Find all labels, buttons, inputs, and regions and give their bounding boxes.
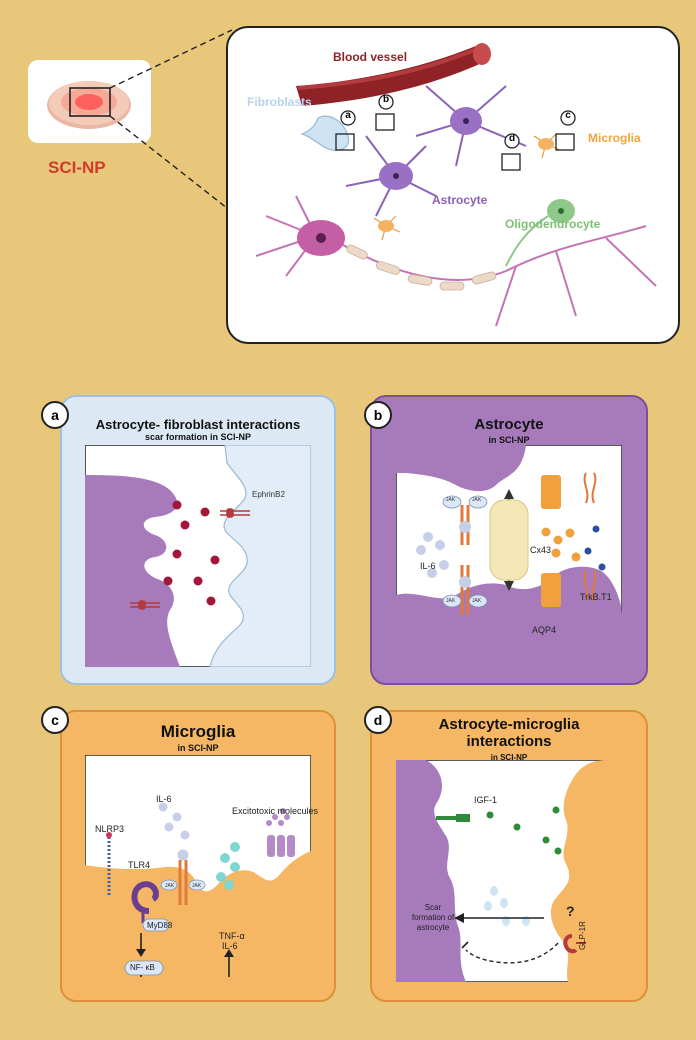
panel-d-subtitle: in SCI-NP xyxy=(490,753,528,762)
d-question-mark: ? xyxy=(566,903,575,919)
zoom-lines xyxy=(109,29,233,213)
c-myd88-label: MyD88 xyxy=(147,921,173,930)
b-jak-label-3: JAK xyxy=(446,598,456,604)
panel-b-subtitle: in SCI-NP xyxy=(488,435,530,445)
d-igf1-label: IGF-1 xyxy=(474,795,498,805)
b-cx43-label: Cx43 xyxy=(530,545,552,555)
marker-b: b xyxy=(382,94,390,105)
panel-c-diagram xyxy=(85,755,311,977)
marker-a: a xyxy=(345,110,351,121)
b-jak-label-2: JAK xyxy=(472,497,482,503)
c-jak-label-2: JAK xyxy=(192,883,202,889)
overview-panel xyxy=(226,26,680,344)
marker-d: d xyxy=(508,133,516,144)
c-tlr4-label: TLR4 xyxy=(128,860,151,870)
label-microglia: Microglia xyxy=(588,131,641,145)
c-tnfa-label: TNF-α xyxy=(219,931,245,941)
panel-c-letter: c xyxy=(41,706,69,734)
ephrinb2-label: EphrinB2 xyxy=(252,490,285,499)
c-nfkb-label: NF- κB xyxy=(130,963,155,972)
b-aqp4-label: AQP4 xyxy=(532,625,557,635)
panel-a-diagram xyxy=(85,445,311,667)
d-scar-line3: astrocyte xyxy=(416,923,450,932)
marker-c: c xyxy=(565,110,571,121)
c-excitotoxic-label: Excitotoxic molecules xyxy=(232,806,319,816)
panel-a-subtitle: scar formation in SCI-NP xyxy=(144,432,252,442)
c-nlrp3-label: NLRP3 xyxy=(95,824,125,834)
c-jak-label-1: JAK xyxy=(165,883,175,889)
panel-b-title: Astrocyte xyxy=(474,416,544,433)
panel-b-letter: b xyxy=(364,401,392,429)
panel-d-title-line2: interactions xyxy=(466,733,552,750)
label-fibroblasts: Fibroblasts xyxy=(247,95,312,109)
label-astrocyte: Astrocyte xyxy=(432,193,488,207)
panel-d-title-line1: Astrocyte-microglia xyxy=(438,716,580,733)
b-jak-label-1: JAK xyxy=(446,497,456,503)
c-il6-label: IL-6 xyxy=(156,794,172,804)
zoom-box xyxy=(69,87,111,117)
panel-c-title: Microglia xyxy=(160,722,236,741)
c-il6-out-label: IL-6 xyxy=(222,941,238,951)
panel-d-letter: d xyxy=(364,706,392,734)
b-il6-label: IL-6 xyxy=(420,561,436,571)
label-oligodendrocyte: Oligodendrocyte xyxy=(505,217,601,231)
b-trkb-label: TrkB.T1 xyxy=(580,592,612,602)
d-scar-line1: Scar xyxy=(424,903,442,912)
label-blood-vessel: Blood vessel xyxy=(333,50,408,64)
sci-np-label: SCI-NP xyxy=(48,158,106,177)
panel-b-diagram xyxy=(396,445,622,667)
spinal-cord-icon xyxy=(47,81,131,129)
overview-illustration xyxy=(255,43,657,327)
panel-d-diagram xyxy=(396,760,622,982)
b-jak-label-4: JAK xyxy=(472,598,482,604)
panel-a-title: Astrocyte- fibroblast interactions xyxy=(95,417,301,432)
d-scar-line2: formation of xyxy=(411,913,455,922)
d-glp1r-label: GLP-1R xyxy=(578,921,587,950)
panel-a-letter: a xyxy=(41,401,69,429)
panel-c-subtitle: in SCI-NP xyxy=(177,743,219,753)
